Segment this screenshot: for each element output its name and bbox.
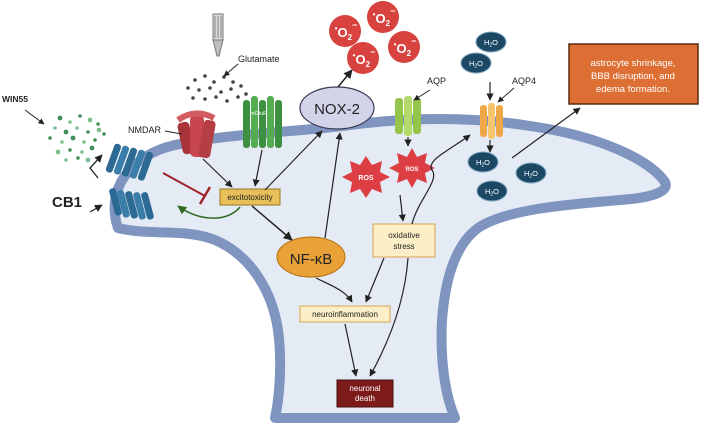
glutamate-particles-icon xyxy=(186,74,248,103)
cb1-receptor-top-icon xyxy=(105,143,154,181)
water-molecule-icon xyxy=(475,31,507,53)
water-molecule-icon xyxy=(476,180,508,202)
win55-dot xyxy=(55,149,61,155)
pipette-icon xyxy=(212,13,224,57)
astrocyte-cell-membrane xyxy=(109,114,671,423)
glutamate-dot xyxy=(203,74,207,78)
excitotoxicity-label: excitotoxicity xyxy=(227,193,272,202)
water-label: H2O xyxy=(484,38,498,49)
ros-star-right-icon xyxy=(389,148,435,188)
win55-dot xyxy=(89,145,95,151)
win55-dot xyxy=(76,156,80,160)
water-label: H2O xyxy=(485,187,499,198)
glutamate-dot xyxy=(219,90,223,94)
glutamate-dot xyxy=(191,96,195,100)
neuroinflammation-box xyxy=(299,305,391,323)
win55-dot xyxy=(93,138,97,142)
ros-label-left: ROS xyxy=(358,175,374,182)
glutamate-dot xyxy=(244,92,248,96)
glutamate-dot xyxy=(225,99,229,103)
win55-dot xyxy=(64,158,68,162)
glutamate-dot xyxy=(231,80,235,84)
nfkb-icon xyxy=(276,236,346,278)
glutamate-label: Glutamate xyxy=(238,54,280,64)
water-molecule-icon xyxy=(515,162,547,184)
water-molecule-icon xyxy=(467,151,499,173)
aqp4-channel-icon xyxy=(480,103,503,139)
glutamate-dot xyxy=(214,95,218,99)
nfkb-label: NF-κB xyxy=(290,251,333,268)
neuroinflammation-label: neuroinflammation xyxy=(312,310,378,319)
nox2-label: NOX-2 xyxy=(314,101,360,118)
aqp-channel-icon xyxy=(395,96,421,136)
win55-dot xyxy=(63,129,69,135)
superoxide-icon xyxy=(388,31,420,63)
aqp4-label: AQP4 xyxy=(512,76,536,86)
win55-dot xyxy=(60,140,64,144)
nox2-enzyme-icon xyxy=(299,86,375,130)
nmdar-label: NMDAR xyxy=(128,125,161,135)
glutamate-dot xyxy=(203,97,207,101)
win55-particles-icon xyxy=(48,114,106,163)
glutamate-dot xyxy=(197,88,201,92)
water-label: H2O xyxy=(524,169,538,180)
win55-dot xyxy=(48,136,52,140)
mglur-receptor-icon xyxy=(243,96,282,148)
ros-star-left-icon xyxy=(342,156,390,198)
superoxide-label: •O2− xyxy=(373,6,396,28)
win55-dot xyxy=(96,127,102,133)
water-label: H2O xyxy=(469,59,483,70)
superoxide-icon xyxy=(367,1,399,33)
win55-dot xyxy=(75,126,79,130)
win55-dot xyxy=(70,135,76,141)
win55-dot xyxy=(68,148,72,152)
win55-dot xyxy=(85,157,91,163)
mglur-label: mGluR xyxy=(250,111,267,117)
win55-dot xyxy=(82,140,86,144)
glutamate-dot xyxy=(208,86,212,90)
glutamate-dot xyxy=(186,86,190,90)
superoxide-icon xyxy=(329,15,361,47)
oxidative-stress-box xyxy=(372,223,436,258)
win55-dot xyxy=(68,120,72,124)
astrocyte-outcome-box xyxy=(568,43,699,105)
win55-dot xyxy=(57,115,63,121)
aqp-label: AQP xyxy=(427,76,446,86)
win55-dot xyxy=(86,130,90,134)
glutamate-dot xyxy=(193,78,197,82)
win55-label: WIN55 xyxy=(2,94,28,104)
neuronal-death-box xyxy=(336,379,394,408)
win55-dot xyxy=(96,122,100,126)
win55-dot xyxy=(102,132,106,136)
glutamate-dot xyxy=(229,87,233,91)
win55-dot xyxy=(87,117,93,123)
glutamate-dot xyxy=(239,84,243,88)
superoxide-label: •O2− xyxy=(394,36,417,58)
win55-dot xyxy=(78,114,82,118)
nmdar-receptor-icon xyxy=(176,110,216,159)
excitotoxicity-box xyxy=(219,188,281,206)
ros-label-right: ROS xyxy=(405,167,418,173)
cb1-label: CB1 xyxy=(52,194,82,211)
water-molecule-icon xyxy=(460,52,492,74)
glutamate-dot xyxy=(212,80,216,84)
cb1-receptor-bottom-icon xyxy=(109,188,154,220)
superoxide-icon xyxy=(347,42,379,74)
water-label: H2O xyxy=(476,158,490,169)
superoxide-label: •O2− xyxy=(353,47,376,69)
superoxide-label: •O2− xyxy=(335,20,358,42)
win55-dot xyxy=(80,150,84,154)
win55-dot xyxy=(53,126,57,130)
glutamate-dot xyxy=(236,95,240,99)
